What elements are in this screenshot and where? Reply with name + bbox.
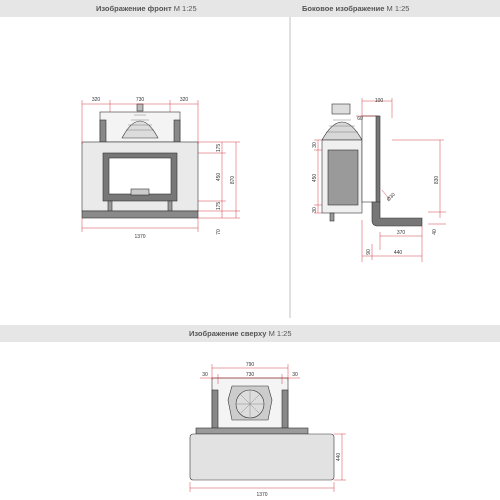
top-convection-ribs [236,390,264,418]
top-front-frame [195,427,309,435]
top-dim-center: 730 [246,372,255,378]
top-view-scale: М 1:25 [268,329,292,338]
front-view [81,103,199,219]
side-wall-gap [361,115,379,203]
top-hearth-plate [189,433,335,481]
front-dim-h-top: 175 [216,144,222,153]
side-view-title: Боковое изображение М 1:25 [302,4,409,13]
side-dim-top-inner: 60 [357,116,363,122]
front-handle [130,188,150,196]
front-dim-h-total: 870 [230,176,236,185]
front-view-scale: М 1:25 [173,4,197,13]
top-title-band [0,325,500,342]
side-dim-diameter: Ø30 [386,192,397,203]
top-view-title-text: Изображение сверху [189,329,267,338]
side-dome [321,121,363,141]
front-dim-h-bot: 175 [216,202,222,211]
front-dome-ribs [126,114,154,131]
side-hearth-plate [371,201,423,227]
top-dim-right-margin: 30 [292,372,298,378]
side-dim-bottom-side: 40 [432,229,438,235]
side-dim-left-top: 30 [312,142,318,148]
side-dim-left-mid: 450 [312,174,318,183]
front-right-support [173,119,181,143]
side-wall-back [375,115,381,203]
side-view-scale: М 1:25 [386,4,410,13]
top-dim-overall: 790 [246,362,255,368]
side-dim-total-height: 830 [434,176,440,185]
top-view-title: Изображение сверху М 1:25 [189,329,292,338]
side-dim-bottom-total: 440 [394,250,403,256]
front-dome [121,120,159,139]
side-dim-top-offset: 100 [375,98,384,104]
front-leg-right [167,200,173,212]
side-view [321,103,423,227]
front-dim-total-width: 1370 [134,234,145,240]
top-view [189,377,335,481]
front-dim-right: 320 [180,97,189,103]
front-base [81,210,199,219]
front-dim-center: 730 [136,97,145,103]
side-leg [329,212,335,222]
front-left-support [99,119,107,143]
side-dome-ribs [326,119,358,133]
top-right-wall [281,389,289,429]
front-dim-left: 320 [92,97,101,103]
front-dome-cap [136,103,144,112]
front-view-title-text: Изображение фронт [96,4,172,13]
side-top-hood [331,103,351,115]
front-glass [108,157,172,195]
side-dim-bottom-inner: 370 [397,230,406,236]
side-firebox [327,149,359,206]
top-left-wall [211,389,219,429]
top-dim-total-width: 1370 [256,492,267,498]
side-dimensions [314,98,446,262]
top-dim-left-margin: 30 [202,372,208,378]
side-dim-bottom-left: 90 [366,249,372,255]
front-side-title-band [0,0,500,17]
side-view-title-text: Боковое изображение [302,4,385,13]
front-leg-left [107,200,113,212]
front-dim-h-mid: 450 [216,173,222,182]
side-dim-left-bot: 30 [312,207,318,213]
front-dim-h-base: 70 [216,229,222,235]
top-dim-depth: 440 [336,453,342,462]
top-dimensions [189,364,346,492]
front-view-title: Изображение фронт М 1:25 [96,4,197,13]
front-dimensions [81,100,240,232]
